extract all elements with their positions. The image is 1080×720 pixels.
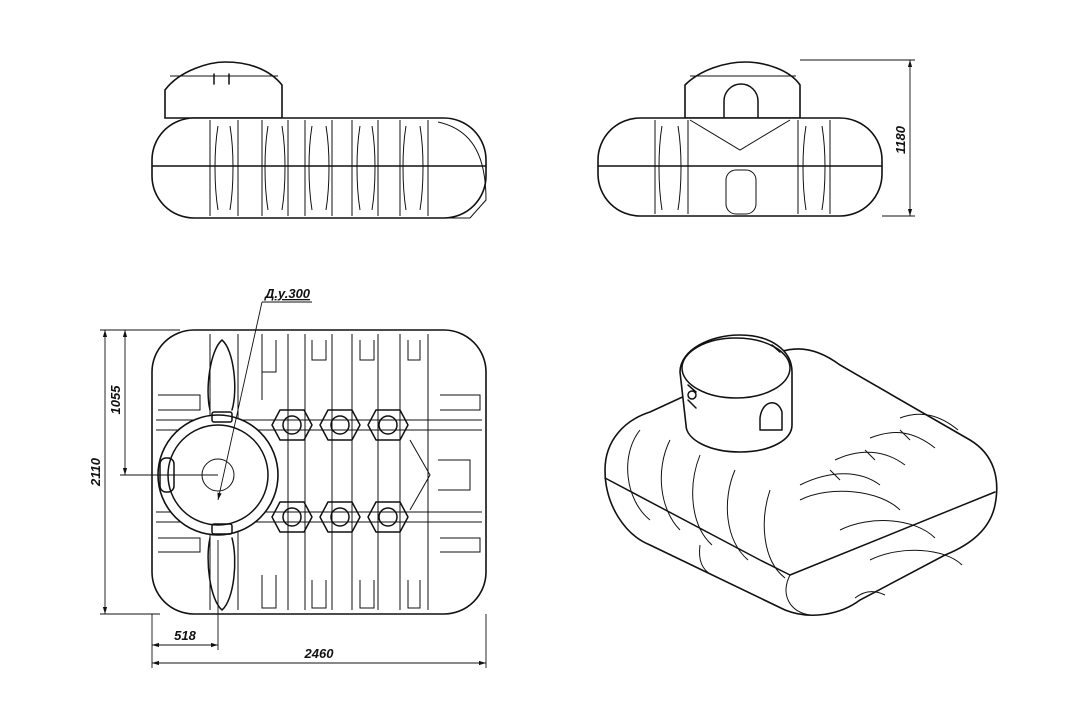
height-dimension: 1180 [800,59,915,217]
front-view [151,61,487,219]
front-dome [164,61,283,119]
hatch-x-dimension: 518 [151,540,219,668]
height-label: 1180 [893,125,908,154]
top-view: Д.у.300 [151,286,487,615]
side-view [597,61,883,217]
iso-body [604,348,998,616]
side-dome [684,61,801,119]
depth-label: 2110 [88,457,103,487]
top-nodes [271,409,409,533]
width-dimension: 2460 [152,614,487,668]
depth-dimension: 2110 [88,329,180,615]
hatch-x-label: 518 [174,628,196,643]
side-body [597,117,883,217]
top-body [151,329,487,615]
isometric-view [604,334,998,616]
hatch-diameter-label: Д.у.300 [264,286,311,301]
width-label: 2460 [304,646,335,661]
iso-dome [679,334,793,453]
hatch-offset-dimension: 1055 [108,330,218,476]
front-body [151,117,487,219]
hatch-offset-label: 1055 [108,385,123,415]
